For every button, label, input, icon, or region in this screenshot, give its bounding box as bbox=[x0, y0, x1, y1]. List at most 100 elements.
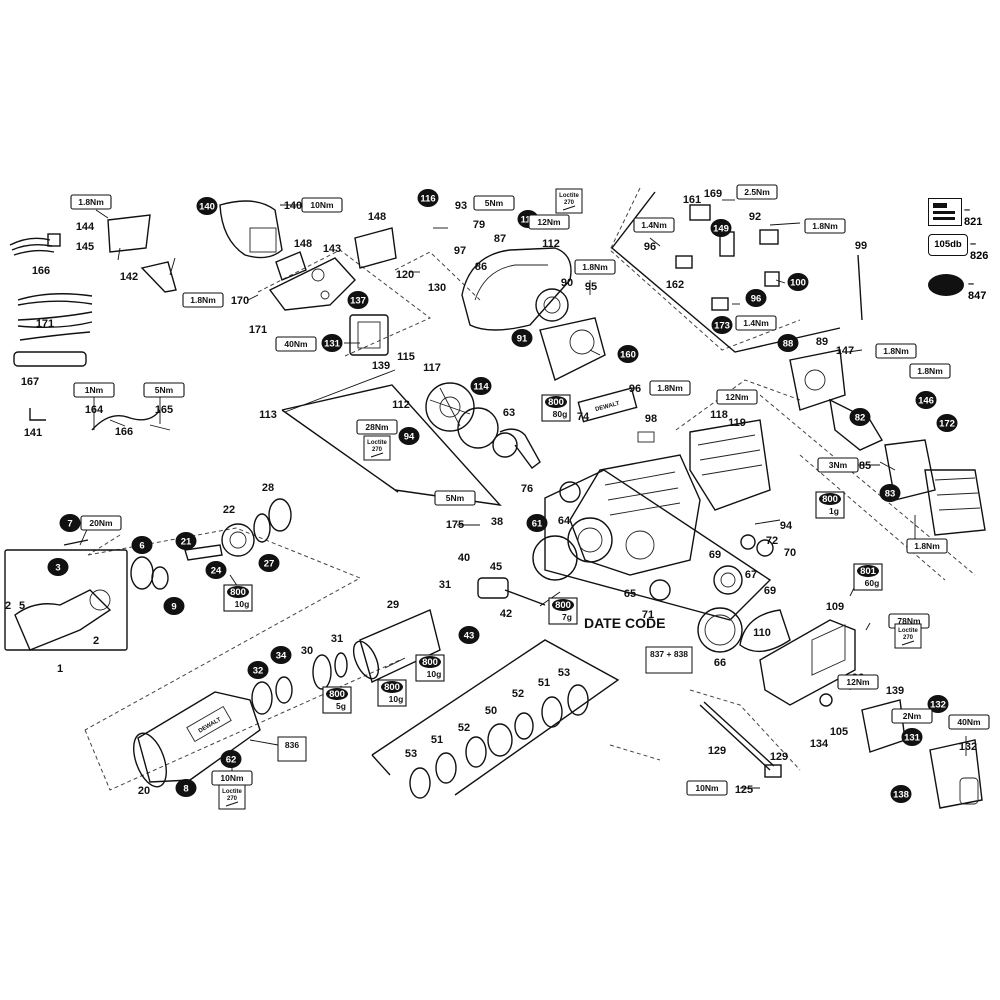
torque-spec: 1.8Nm bbox=[574, 259, 616, 275]
callout-number: 173 bbox=[714, 320, 730, 331]
kit-836: 836 bbox=[277, 736, 307, 762]
callout-146: 146 bbox=[915, 391, 937, 409]
badge-oval-icon bbox=[175, 532, 197, 550]
callout-28: 28 bbox=[262, 482, 274, 494]
callout-88: 88 bbox=[777, 334, 799, 352]
callout-number: 147 bbox=[836, 345, 854, 357]
svg-text:2.5Nm: 2.5Nm bbox=[744, 187, 770, 197]
callout-number: 111 bbox=[521, 214, 537, 225]
svg-text:40Nm: 40Nm bbox=[957, 717, 981, 727]
callout-20: 20 bbox=[138, 785, 150, 797]
torque-spec: 40Nm bbox=[948, 714, 990, 730]
callout-9: 9 bbox=[163, 597, 185, 615]
callout-95: 95 bbox=[585, 281, 597, 293]
callout-72: 72 bbox=[766, 535, 778, 547]
decibel-badge: 105db bbox=[928, 234, 968, 256]
callout-1: 1 bbox=[57, 663, 63, 675]
svg-text:270: 270 bbox=[372, 447, 383, 453]
badge-oval-icon bbox=[526, 514, 548, 532]
callout-number: 161 bbox=[683, 194, 701, 206]
callout-number: 50 bbox=[485, 705, 497, 717]
callout-117: 117 bbox=[423, 362, 441, 374]
svg-text:1.8Nm: 1.8Nm bbox=[582, 262, 608, 272]
callout-number: 120 bbox=[396, 269, 414, 281]
badge-oval-icon bbox=[849, 408, 871, 426]
callout-number: 96 bbox=[644, 241, 656, 253]
callout-number: 140 bbox=[199, 201, 215, 212]
callout-number: 132 bbox=[959, 741, 977, 753]
badge-oval-icon bbox=[220, 750, 242, 768]
callout-number: 166 bbox=[32, 265, 50, 277]
callout-number: 130 bbox=[428, 282, 446, 294]
callout-number: 82 bbox=[855, 412, 866, 423]
callout-number: 28 bbox=[262, 482, 274, 494]
callout-165: 165 bbox=[155, 404, 173, 416]
kit-837-838: 837 + 838 bbox=[645, 646, 693, 674]
badge-oval-icon bbox=[511, 329, 533, 347]
callout-114: 114 bbox=[470, 377, 492, 395]
callout-number: 175 bbox=[446, 519, 464, 531]
callout-number: 131 bbox=[324, 338, 341, 349]
svg-text:12Nm: 12Nm bbox=[537, 217, 561, 227]
torque-spec: 5Nm bbox=[434, 490, 476, 506]
callout-139: 139 bbox=[372, 360, 390, 372]
callout-number: 7 bbox=[67, 518, 72, 529]
torque-spec: 1Nm bbox=[73, 382, 115, 398]
badge-oval-icon bbox=[347, 291, 369, 309]
svg-text:78Nm: 78Nm bbox=[897, 616, 921, 626]
callout-number: 92 bbox=[749, 211, 761, 223]
callout-number: 94 bbox=[404, 431, 415, 442]
torque-spec: 1.4Nm bbox=[633, 217, 675, 233]
torque-spec: 1.8Nm bbox=[804, 218, 846, 234]
callout-number: 131 bbox=[904, 732, 921, 743]
callout-149: 149 bbox=[710, 219, 732, 237]
callout-number: 118 bbox=[710, 409, 728, 421]
callout-97: 97 bbox=[454, 245, 466, 257]
svg-text:10g: 10g bbox=[427, 669, 442, 679]
callout-140: 140 bbox=[284, 200, 302, 212]
grease-oval-icon bbox=[326, 688, 348, 700]
callout-number: 162 bbox=[666, 279, 684, 291]
svg-text:801: 801 bbox=[860, 566, 877, 577]
callout-number: 96 bbox=[629, 383, 641, 395]
callout-169: 169 bbox=[704, 188, 722, 200]
callout-number: 38 bbox=[491, 516, 503, 528]
callout-number: 164 bbox=[85, 404, 104, 416]
callout-100: 100 bbox=[787, 273, 809, 291]
callout-45: 45 bbox=[490, 561, 502, 573]
svg-text:12Nm: 12Nm bbox=[846, 677, 870, 687]
callout-22: 22 bbox=[223, 504, 235, 516]
svg-text:270: 270 bbox=[903, 635, 914, 641]
svg-text:836: 836 bbox=[285, 740, 299, 750]
torque-spec: 12Nm bbox=[528, 214, 570, 230]
callout-number: 93 bbox=[455, 200, 467, 212]
callout-74: 74 bbox=[577, 411, 590, 423]
torque-spec: 10Nm bbox=[211, 770, 253, 786]
callout-67: 67 bbox=[745, 569, 757, 581]
callout-65: 65 bbox=[624, 588, 636, 600]
callout-number: 21 bbox=[181, 536, 192, 547]
callout-number: 148 bbox=[368, 211, 386, 223]
callout-99: 99 bbox=[855, 240, 867, 252]
grease-oval-icon bbox=[227, 586, 249, 598]
callout-40: 40 bbox=[458, 552, 470, 564]
callout-number: 142 bbox=[120, 271, 138, 283]
callout-147: 147 bbox=[836, 345, 854, 357]
callout-132: 132 bbox=[959, 741, 977, 753]
badge-oval-icon bbox=[777, 334, 799, 352]
callout-29: 29 bbox=[387, 599, 399, 611]
callout-number: 79 bbox=[473, 219, 485, 231]
callout-2: 2 bbox=[5, 600, 11, 612]
callout-96: 96 bbox=[745, 289, 767, 307]
callout-171: 171 bbox=[36, 318, 54, 330]
callout-number: 9 bbox=[171, 601, 176, 612]
callout-number: 31 bbox=[439, 579, 451, 591]
svg-text:1g: 1g bbox=[829, 506, 839, 516]
grease-oval-icon bbox=[419, 656, 441, 668]
callout-125: 125 bbox=[735, 784, 753, 796]
callout-175: 175 bbox=[446, 519, 464, 531]
callout-160: 160 bbox=[617, 345, 639, 363]
